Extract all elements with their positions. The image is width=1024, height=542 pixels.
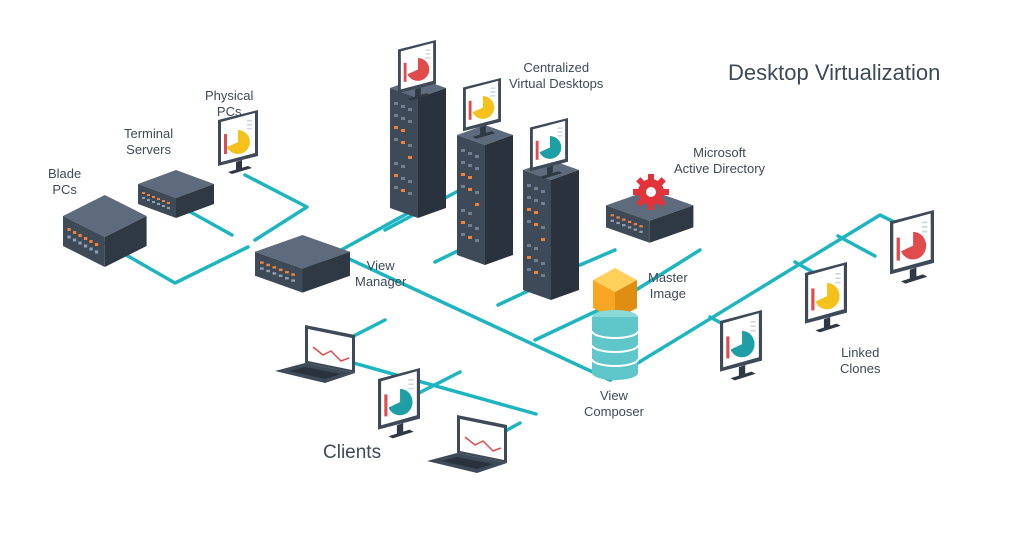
desktop-monitor-2-icon [463,78,501,139]
view-manager-server-icon [255,235,350,293]
blade-pcs-server-icon [63,195,147,267]
client-laptop-2-laptop-icon [426,414,508,474]
physical-pc-monitor-icon [218,110,258,174]
client-laptop-1-laptop-icon [274,324,356,384]
linked-clone-monitor-3-icon [890,210,934,284]
gear-icon [633,174,669,210]
database-icon [591,310,639,380]
diagram-title: Desktop Virtualization [728,60,941,85]
desktop-tower-3-server-icon [523,160,579,300]
desktop-tower-2-server-icon [457,125,513,265]
linked-clone-monitor-1-icon [720,310,762,381]
cube-icon [593,268,637,320]
desktop-monitor-1-icon [398,40,436,101]
linked-clone-monitor-2-icon [805,262,847,333]
terminal-servers-server-icon [138,170,214,218]
desktop-tower-1-server-icon [390,78,446,218]
desktop-monitor-3-icon [530,118,568,179]
client-monitor-icon [378,368,420,439]
clients-label: Clients [323,442,382,463]
